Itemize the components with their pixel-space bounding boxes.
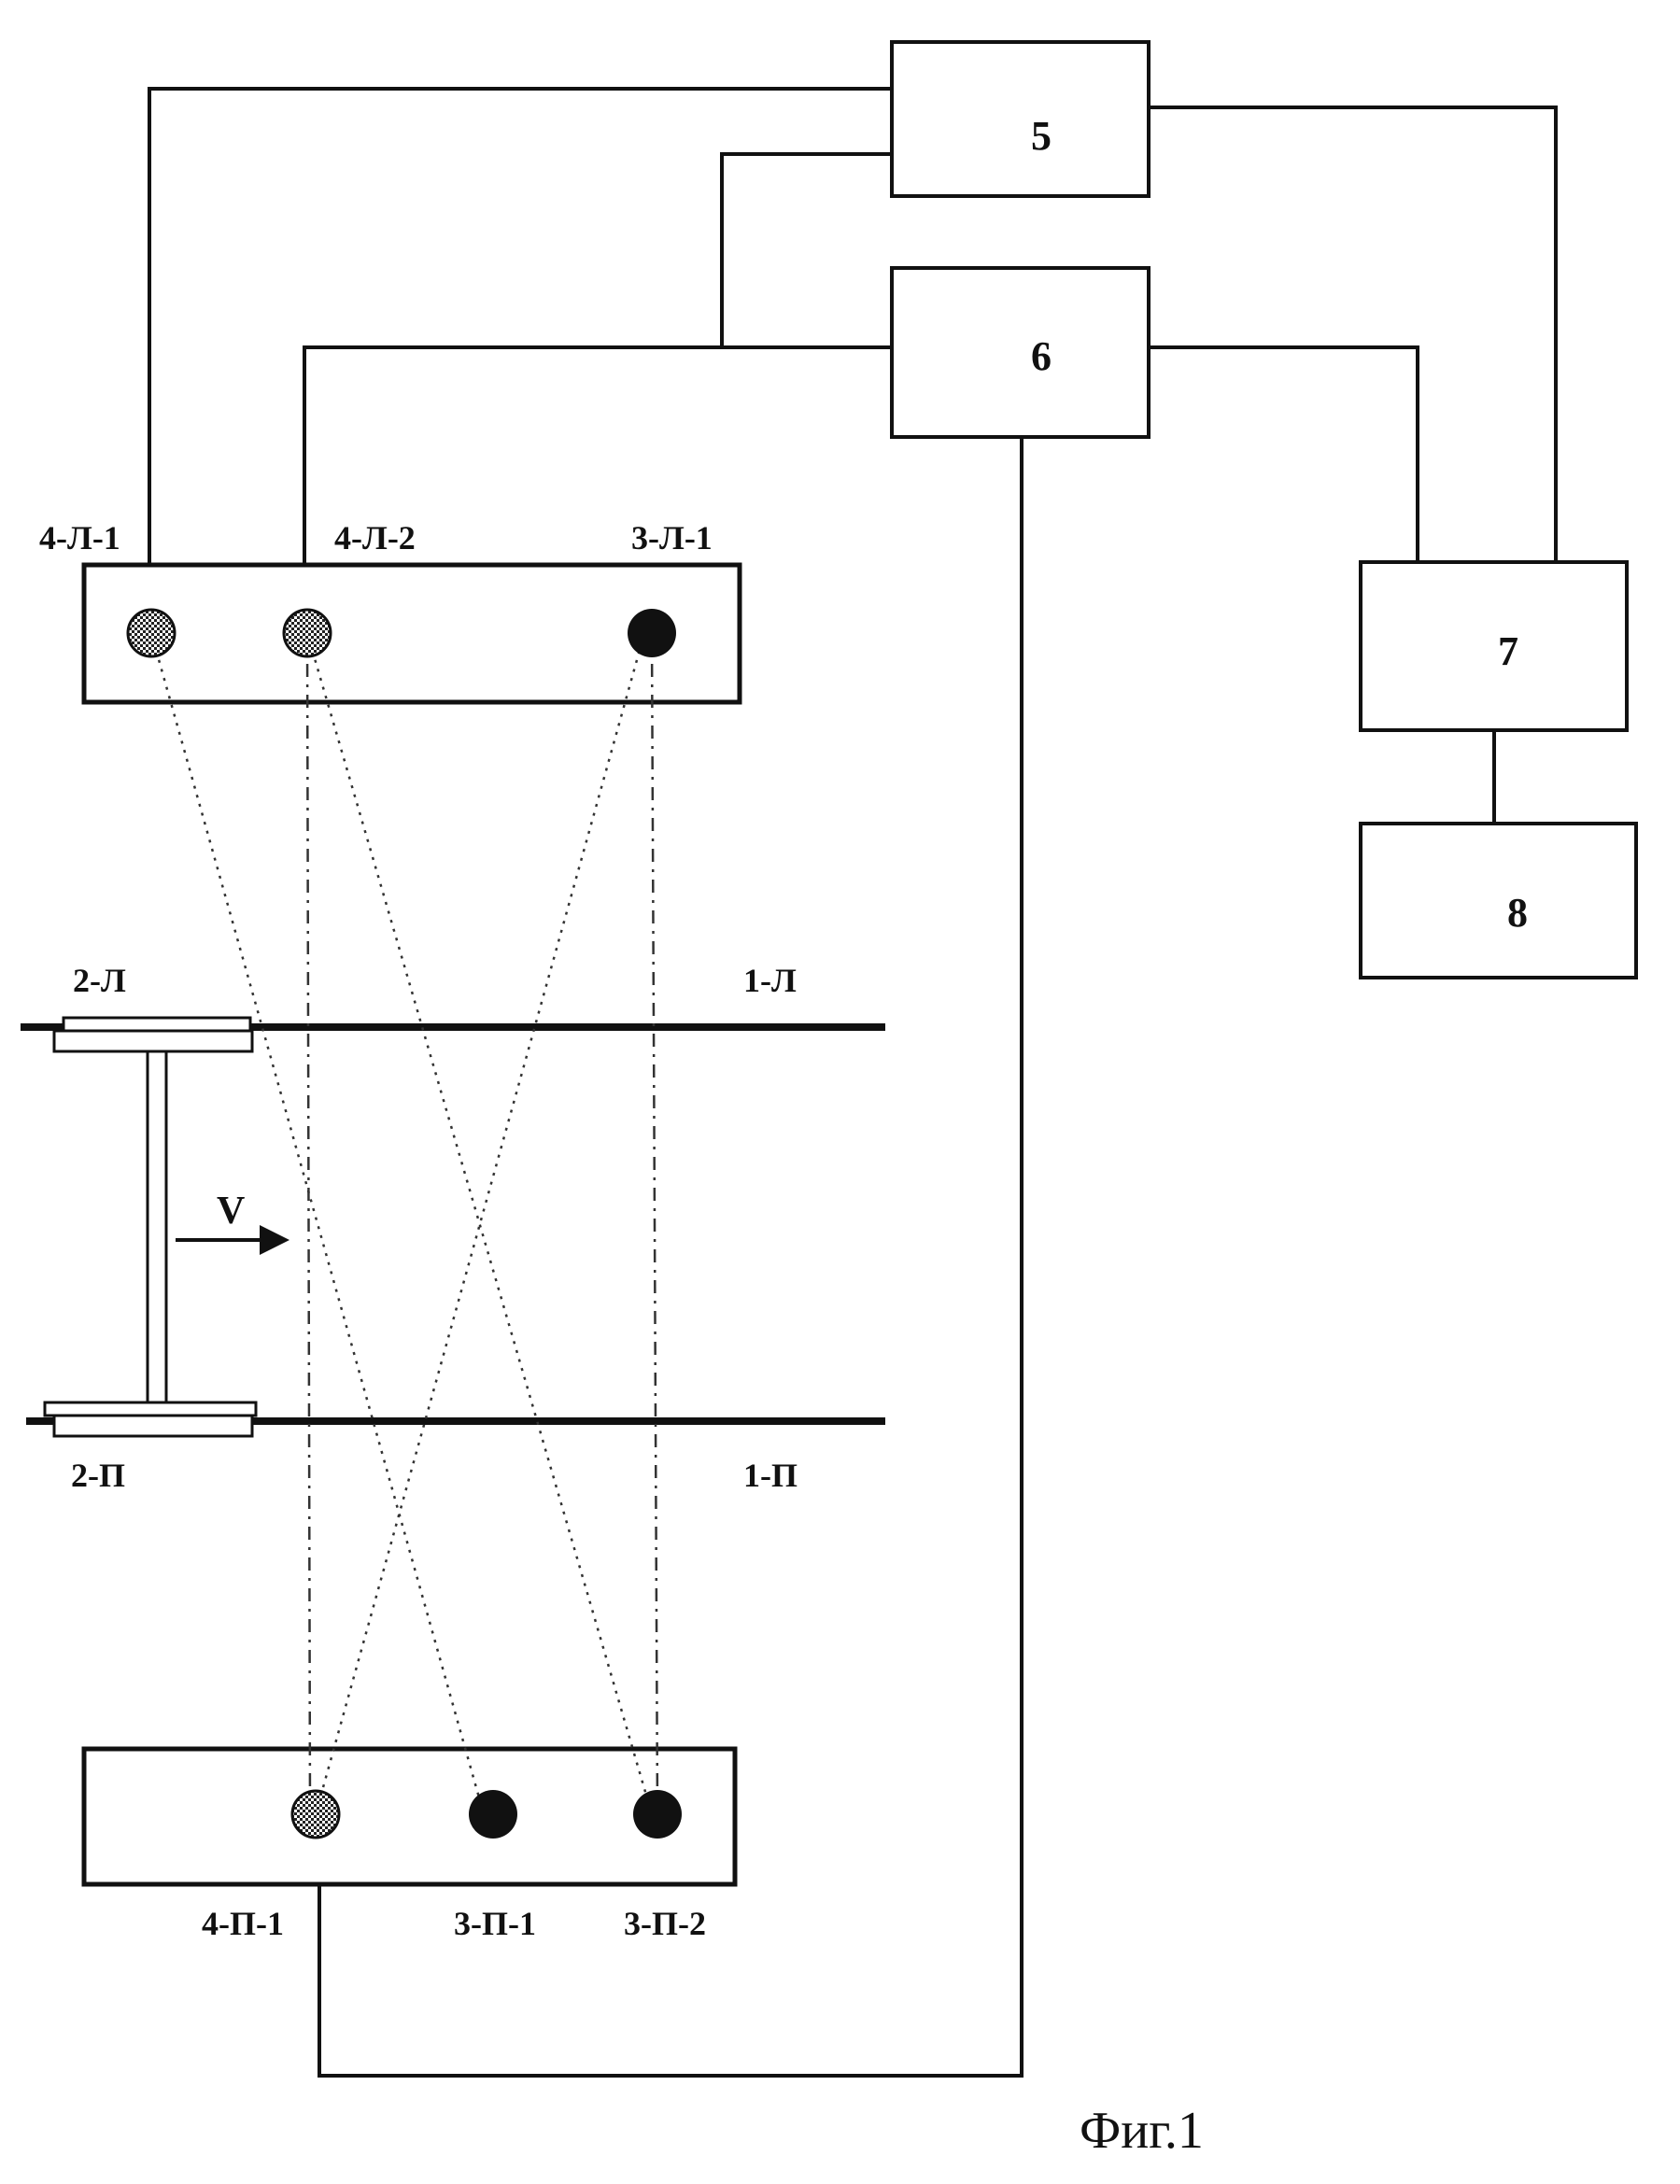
wheel-2-p-bottom bbox=[54, 1416, 252, 1436]
label-1-p: 1-П bbox=[743, 1457, 798, 1494]
block-6-frame bbox=[892, 268, 1149, 437]
sensor-4-l-2-receiver bbox=[284, 610, 331, 656]
sensor-3-l-1-emitter bbox=[628, 609, 676, 657]
label-1-l: 1-Л bbox=[743, 962, 797, 999]
block-5-label: 5 bbox=[1031, 113, 1052, 159]
wire-block5-to-block7 bbox=[1149, 107, 1556, 562]
velocity-arrow: V bbox=[176, 1190, 289, 1255]
block-8-frame bbox=[1361, 824, 1636, 978]
block-5-frame bbox=[892, 42, 1149, 196]
label-2-l: 2-Л bbox=[73, 962, 126, 999]
label-3-p-1: 3-П-1 bbox=[454, 1905, 536, 1942]
wheel-axle bbox=[148, 1051, 166, 1402]
wheel-2-l-top bbox=[64, 1018, 250, 1031]
block-7-label: 7 bbox=[1498, 628, 1518, 674]
velocity-label: V bbox=[217, 1190, 245, 1233]
figure-caption: Фиг.1 bbox=[1080, 2102, 1204, 2160]
wheel-2-l-bottom bbox=[54, 1031, 252, 1051]
block-8: 8 bbox=[1361, 824, 1636, 978]
label-4-l-1: 4-Л-1 bbox=[39, 519, 120, 557]
wire-block5-to-block6-input bbox=[722, 154, 892, 347]
wire-4l1-to-block5 bbox=[149, 89, 892, 626]
block-7-frame bbox=[1361, 562, 1627, 730]
sensor-4-p-1-receiver bbox=[292, 1791, 339, 1838]
block-6: 6 bbox=[892, 268, 1149, 437]
label-3-p-2: 3-П-2 bbox=[624, 1905, 706, 1942]
sensor-3-p-1-emitter bbox=[469, 1790, 517, 1839]
block-7: 7 bbox=[1361, 562, 1627, 730]
beam-4l2-vertical bbox=[307, 633, 310, 1814]
label-2-p: 2-П bbox=[71, 1457, 125, 1494]
label-4-p-1: 4-П-1 bbox=[202, 1905, 284, 1942]
wire-block6-to-block7 bbox=[1149, 347, 1418, 562]
beam-4l1-to-3p1 bbox=[151, 633, 484, 1814]
label-4-l-2: 4-Л-2 bbox=[334, 519, 416, 557]
label-3-l-1: 3-Л-1 bbox=[631, 519, 713, 557]
block-6-label: 6 bbox=[1031, 333, 1052, 379]
beam-3l1-vertical bbox=[652, 633, 657, 1814]
wheel-2-p-top bbox=[45, 1402, 256, 1416]
sensor-3-p-2-emitter bbox=[633, 1790, 682, 1839]
beam-4l2-to-3p2 bbox=[307, 633, 652, 1814]
beam-3l1-to-4p1 bbox=[316, 633, 644, 1814]
velocity-arrow-head bbox=[260, 1225, 289, 1255]
sensor-4-l-1-receiver bbox=[128, 610, 175, 656]
block-8-label: 8 bbox=[1507, 890, 1528, 936]
block-5: 5 bbox=[892, 42, 1149, 196]
